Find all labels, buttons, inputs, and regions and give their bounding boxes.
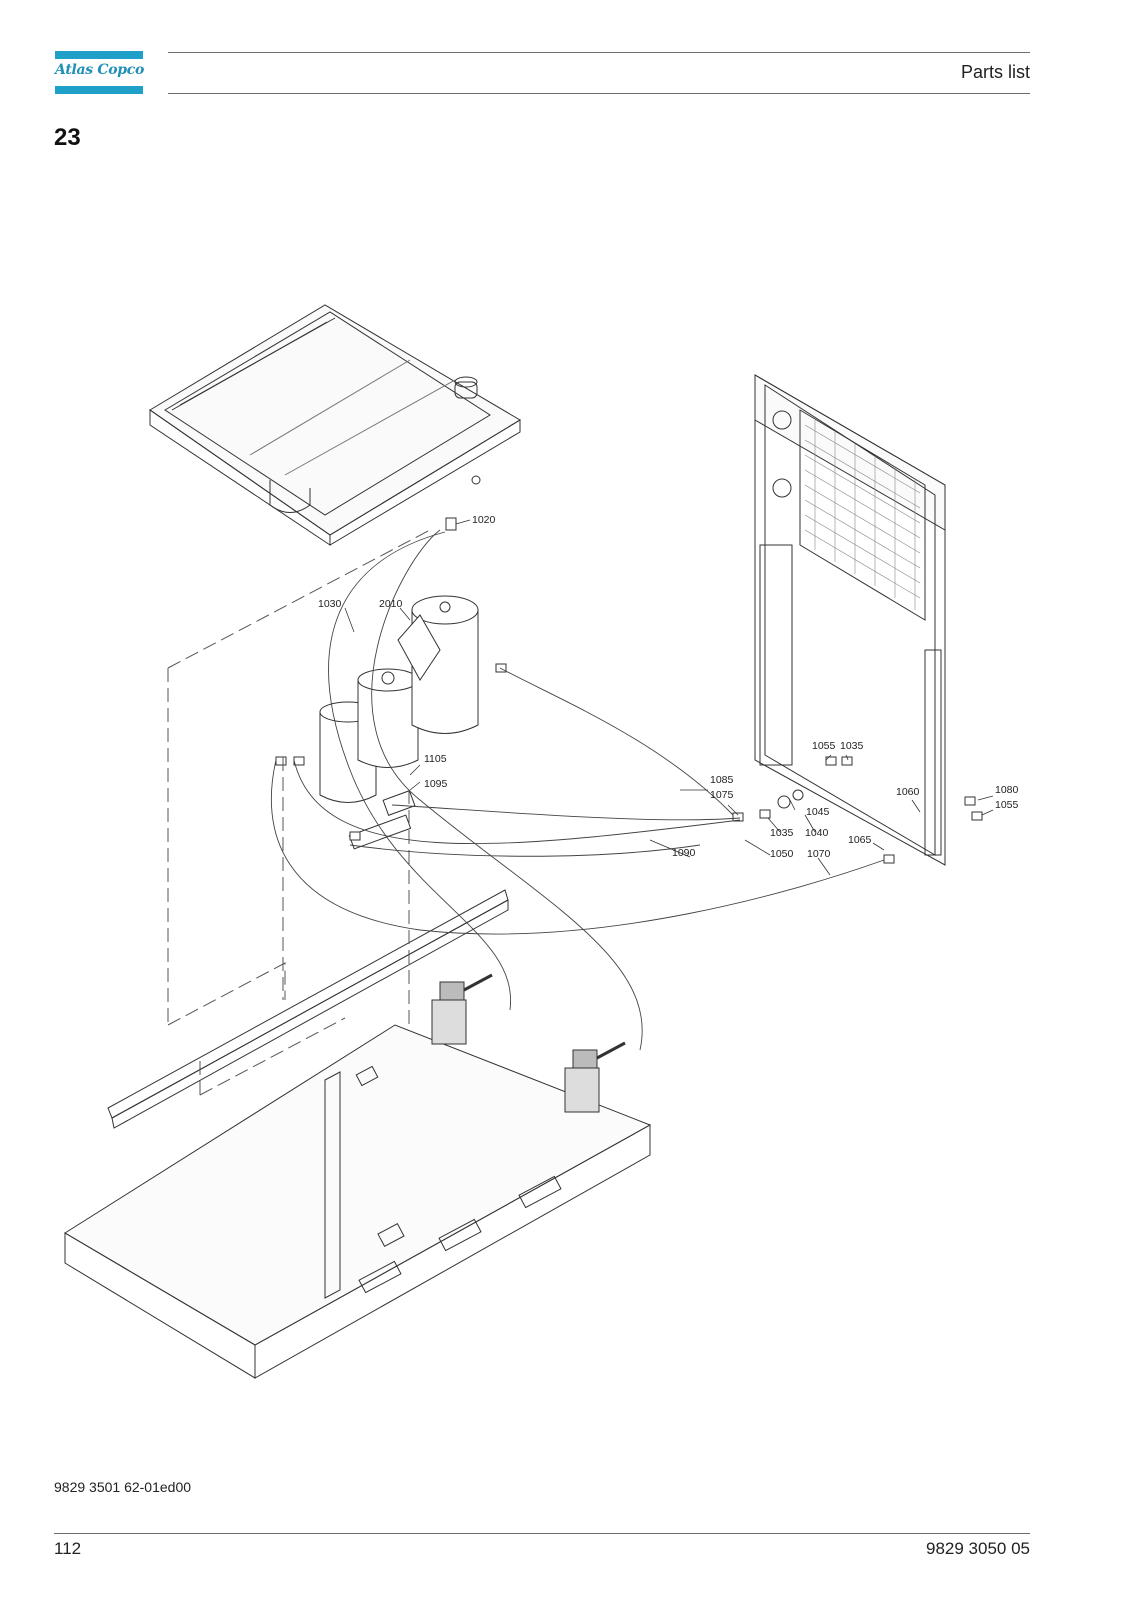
callout-1080: 1080 [995,784,1019,796]
document-reference: 9829 3501 62-01ed00 [54,1479,192,1495]
callout-2010: 2010 [379,598,403,610]
callout-1055-right: 1055 [995,799,1019,811]
top-cover-frame [149,304,521,546]
callout-1085: 1085 [710,774,734,786]
side-panel-grille [754,374,946,866]
header-rule-top [168,52,1030,53]
leader-lines [344,519,994,876]
callout-1075: 1075 [710,789,734,801]
page-title: Parts list [960,62,1030,82]
assembly-dashed-lines [167,529,431,1096]
base-plate [64,1024,652,1379]
callout-1030: 1030 [318,598,342,610]
callout-1060: 1060 [896,786,920,798]
filter-housings [319,595,479,850]
callout-1020: 1020 [472,514,496,526]
callout-1040: 1040 [805,827,829,839]
footer-rule [54,1533,1030,1534]
logo-wordmark: Atlas Copco [55,62,145,78]
atlas-copco-logo: Atlas Copco [55,51,145,94]
callout-1070: 1070 [807,848,831,860]
callout-1050: 1050 [770,848,794,860]
callout-1035-upper: 1035 [840,740,864,752]
section-number: 23 [54,124,81,151]
drain-valve-assemblies [431,973,626,1113]
callout-1105: 1105 [424,753,447,765]
logo-bar-bottom [55,86,143,94]
callout-numbers: 1020 1030 2010 1105 1095 1085 1075 1090 … [318,514,1019,860]
header-rule-bottom [168,93,1030,94]
callout-1065: 1065 [848,834,872,846]
callout-1090: 1090 [672,847,696,859]
callout-1055-upper: 1055 [812,740,836,752]
logo-bar-top [55,51,143,59]
callout-1035-lower: 1035 [770,827,794,839]
hoses [270,529,885,1051]
page-number: 112 [54,1539,82,1558]
callout-1095: 1095 [424,778,448,790]
mounting-rail [107,889,509,1129]
document-code: 9829 3050 05 [926,1539,1030,1558]
fittings [275,475,983,864]
callout-1045: 1045 [806,806,830,818]
